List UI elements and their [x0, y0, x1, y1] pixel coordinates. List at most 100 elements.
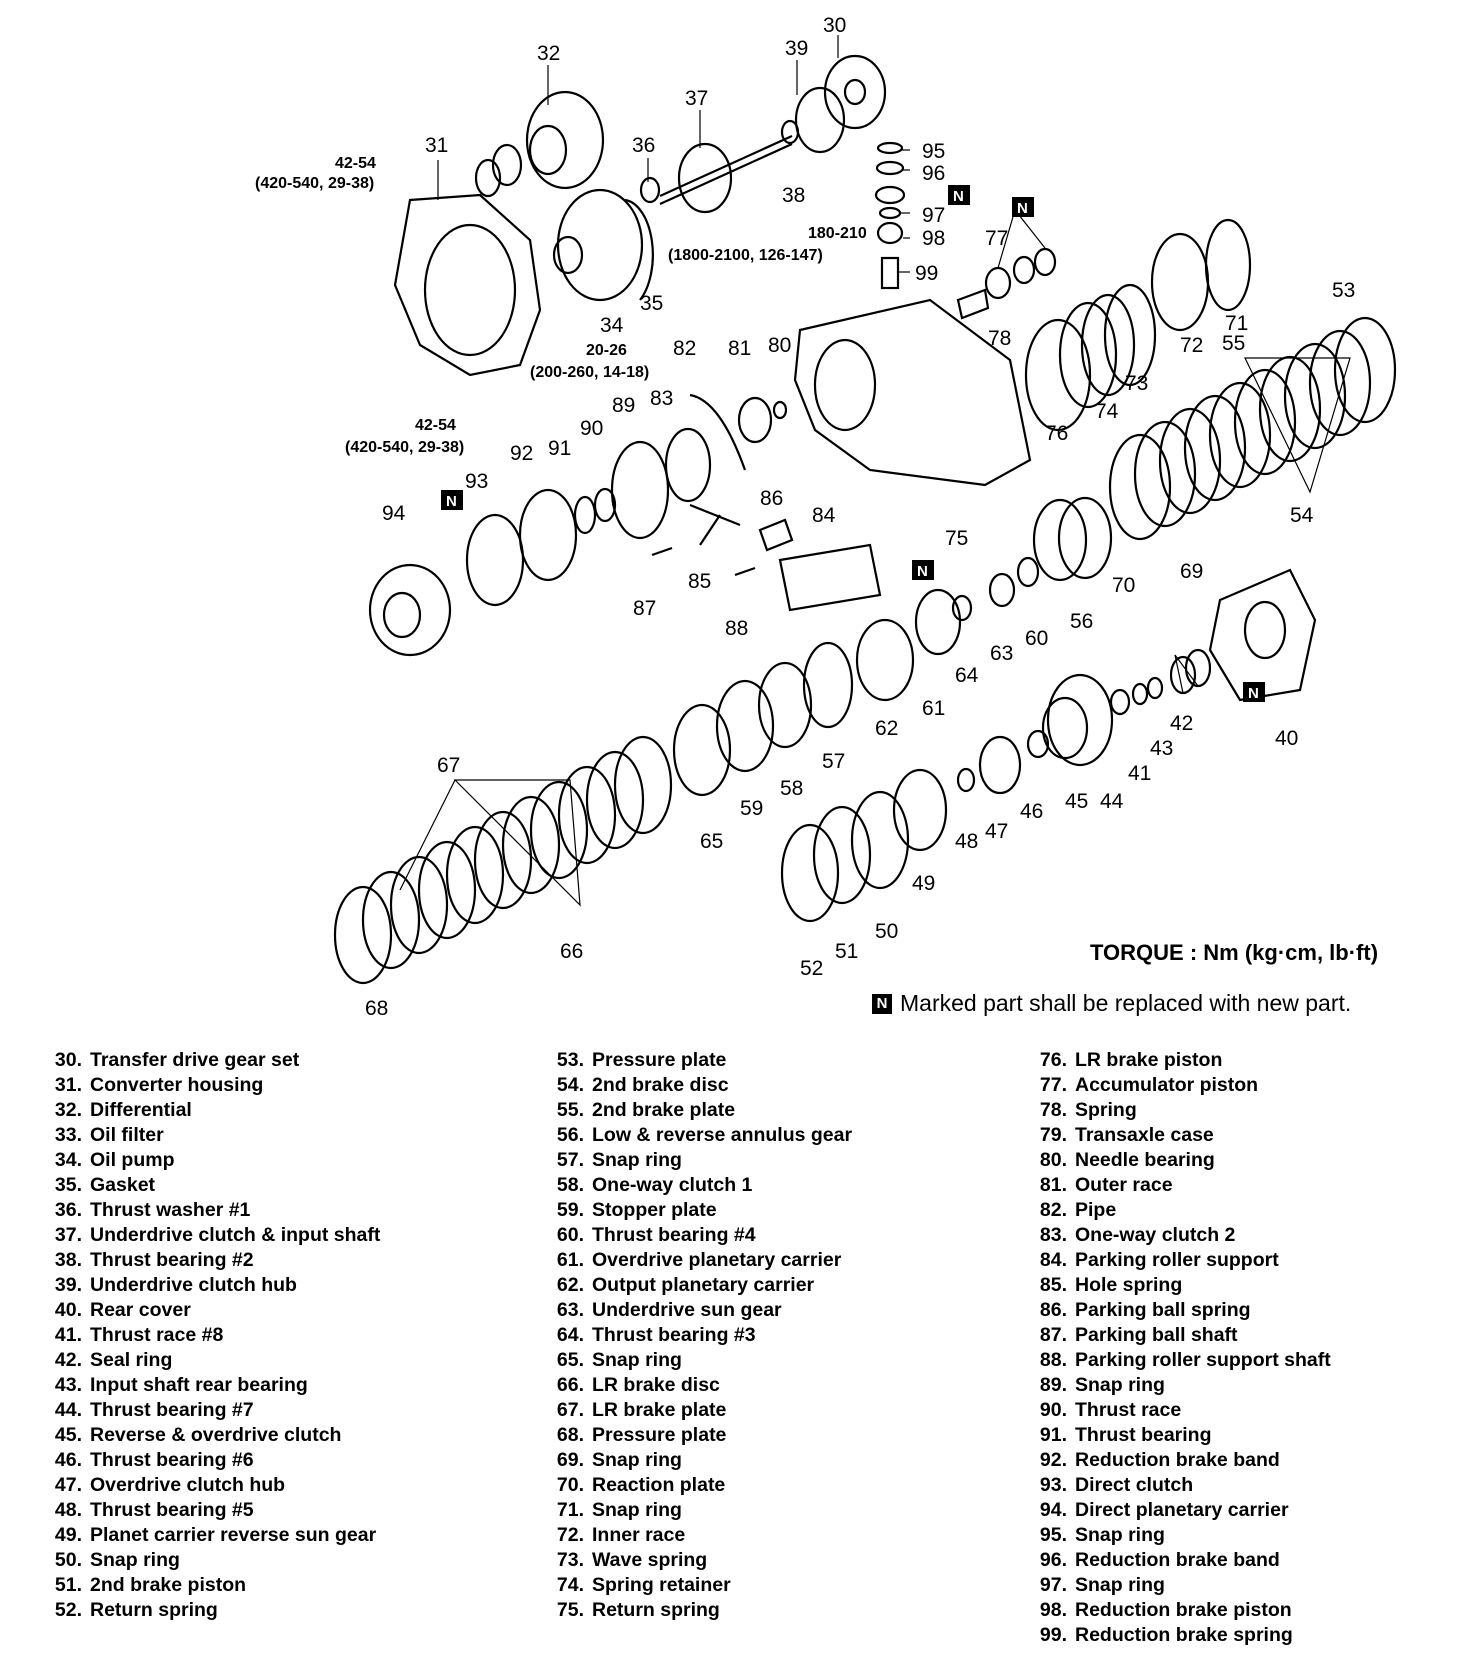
part-number: 35.: [54, 1174, 82, 1196]
part-name: Thrust bearing #4: [592, 1224, 756, 1246]
parts-list-item: 94.Direct planetary carrier: [1023, 1498, 1331, 1523]
parts-list-item: 87.Parking ball shaft: [1023, 1323, 1331, 1348]
part-name: Thrust bearing #7: [90, 1399, 254, 1421]
part-number: 51.: [54, 1574, 82, 1596]
part-name: Direct clutch: [1075, 1474, 1194, 1496]
parts-list-item: 53. Pressure plate: [540, 1048, 852, 1073]
part-name: Underdrive clutch & input shaft: [90, 1224, 381, 1246]
part-name: Spring retainer: [592, 1574, 731, 1596]
part-name: Pressure plate: [592, 1049, 727, 1071]
part-name: Reduction brake band: [1075, 1449, 1280, 1471]
parts-list-item: 43.Input shaft rear bearing: [38, 1373, 380, 1398]
callout-63: 63: [990, 642, 1013, 665]
part-name: Wave spring: [592, 1549, 708, 1571]
rear-cover-shape: [1208, 568, 1317, 702]
callout-82: 82: [673, 337, 696, 360]
part-number: 95.: [1039, 1524, 1067, 1546]
reverse-overdrive-clutch-shape: [1046, 673, 1114, 767]
part-name: Pipe: [1075, 1199, 1117, 1221]
parts-list-item: 93.Direct clutch: [1023, 1473, 1331, 1498]
callout-52: 52: [800, 957, 823, 980]
parts-list-item: 61.Overdrive planetary carrier: [540, 1248, 852, 1273]
callout-35: 35: [640, 292, 663, 315]
callout-34: 34: [600, 314, 624, 337]
callout-36: 36: [632, 134, 655, 157]
overdrive-carrier-shape: [914, 588, 962, 656]
parts-list-item: 64.Thrust bearing #3: [540, 1323, 852, 1348]
part-number: 39.: [54, 1274, 82, 1296]
part-name: Snap ring: [90, 1549, 180, 1571]
parts-list-item: 36.Thrust washer #1: [38, 1198, 380, 1223]
part-name: Needle bearing: [1075, 1149, 1215, 1171]
parts-list-item: 58.One-way clutch 1: [540, 1173, 852, 1198]
part-number: 32.: [54, 1099, 82, 1121]
annulus-gear-shape: [1057, 496, 1113, 580]
callout-91: 91: [548, 437, 571, 460]
callout-54: 54: [1290, 504, 1314, 527]
part-number: 90.: [1039, 1399, 1067, 1421]
part-name: Oil filter: [90, 1124, 164, 1146]
part-number: 97.: [1039, 1574, 1067, 1596]
part-name: Pressure plate: [592, 1424, 727, 1446]
parts-list-item: 59.Stopper plate: [540, 1198, 852, 1223]
part-name: Thrust bearing: [1075, 1424, 1212, 1446]
parts-list-item: 83.One-way clutch 2: [1023, 1223, 1331, 1248]
part-name: 2nd brake piston: [90, 1574, 247, 1596]
callout-41: 41: [1128, 762, 1151, 785]
callout-40: 40: [1275, 727, 1298, 750]
n-mark: N: [446, 493, 457, 510]
part-number: 78.: [1039, 1099, 1067, 1121]
part-number: 64.: [556, 1324, 584, 1346]
callout-71: 71: [1225, 312, 1248, 335]
parts-list-item: 38.Thrust bearing #2: [38, 1248, 380, 1273]
part-number: 87.: [1039, 1324, 1067, 1346]
part-number: 94.: [1039, 1499, 1067, 1521]
callout-68: 68: [365, 997, 388, 1020]
parts-list-item: 68.Pressure plate: [540, 1423, 852, 1448]
exploded-diagram: 30 31 32 34 35 36 37 38 39 40 41 42 43 4…: [255, 14, 1397, 1020]
parts-list-item: 54.2nd brake disc: [540, 1073, 852, 1098]
parts-list-item: 91.Thrust bearing: [1023, 1423, 1331, 1448]
part-name: Oil pump: [90, 1149, 175, 1171]
part-name: Outer race: [1075, 1174, 1173, 1196]
part-name: LR brake disc: [592, 1374, 720, 1396]
callout-62: 62: [875, 717, 898, 740]
callout-39: 39: [785, 37, 808, 60]
callout-42: 42: [1170, 712, 1193, 735]
callout-73: 73: [1125, 372, 1148, 395]
n-mark: N: [1248, 685, 1259, 702]
parts-list-item: 37. Underdrive clutch & input shaft: [38, 1223, 380, 1248]
callout-labels: 30 31 32 34 35 36 37 38 39 40 41 42 43 4…: [365, 14, 1355, 1020]
n-marks: N N N N N: [441, 185, 1265, 702]
part-name: Snap ring: [592, 1499, 682, 1521]
parts-list-item: 33.Oil filter: [38, 1123, 380, 1148]
part-number: 34.: [54, 1149, 82, 1171]
part-name: Snap ring: [1075, 1524, 1165, 1546]
part-name: Thrust bearing #2: [90, 1249, 254, 1271]
callout-47: 47: [985, 820, 1008, 843]
parts-list-item: 98.Reduction brake piston: [1023, 1598, 1331, 1623]
callout-44: 44: [1100, 790, 1124, 813]
parts-list-item: 60.Thrust bearing #4: [540, 1223, 852, 1248]
part-number: 62.: [556, 1274, 584, 1296]
parts-list-item: 34. Oil pump: [38, 1148, 380, 1173]
parts-list-item: 47.Overdrive clutch hub: [38, 1473, 380, 1498]
part-name: LR brake plate: [592, 1399, 727, 1421]
torque-spec-1-nm: 42-54: [335, 155, 376, 172]
part-number: 37.: [54, 1224, 82, 1246]
part-number: 74.: [556, 1574, 584, 1596]
n-mark-badge: N: [872, 993, 892, 1014]
torque-spec-3-alt: (200-260, 14-18): [530, 364, 649, 381]
part-name: Planet carrier reverse sun gear: [90, 1524, 377, 1546]
part-name: Reaction plate: [592, 1474, 726, 1496]
callout-30: 30: [823, 14, 846, 37]
part-number: 82.: [1039, 1199, 1067, 1221]
callout-80: 80: [768, 334, 791, 357]
part-name: Thrust bearing #5: [90, 1499, 254, 1521]
part-name: Parking roller support: [1075, 1249, 1279, 1271]
callout-31: 31: [425, 134, 448, 157]
part-number: 89.: [1039, 1374, 1067, 1396]
parts-list-item: 62.Output planetary carrier: [540, 1273, 852, 1298]
parts-list-item: 92.Reduction brake band: [1023, 1448, 1331, 1473]
part-number: 53.: [556, 1049, 584, 1071]
